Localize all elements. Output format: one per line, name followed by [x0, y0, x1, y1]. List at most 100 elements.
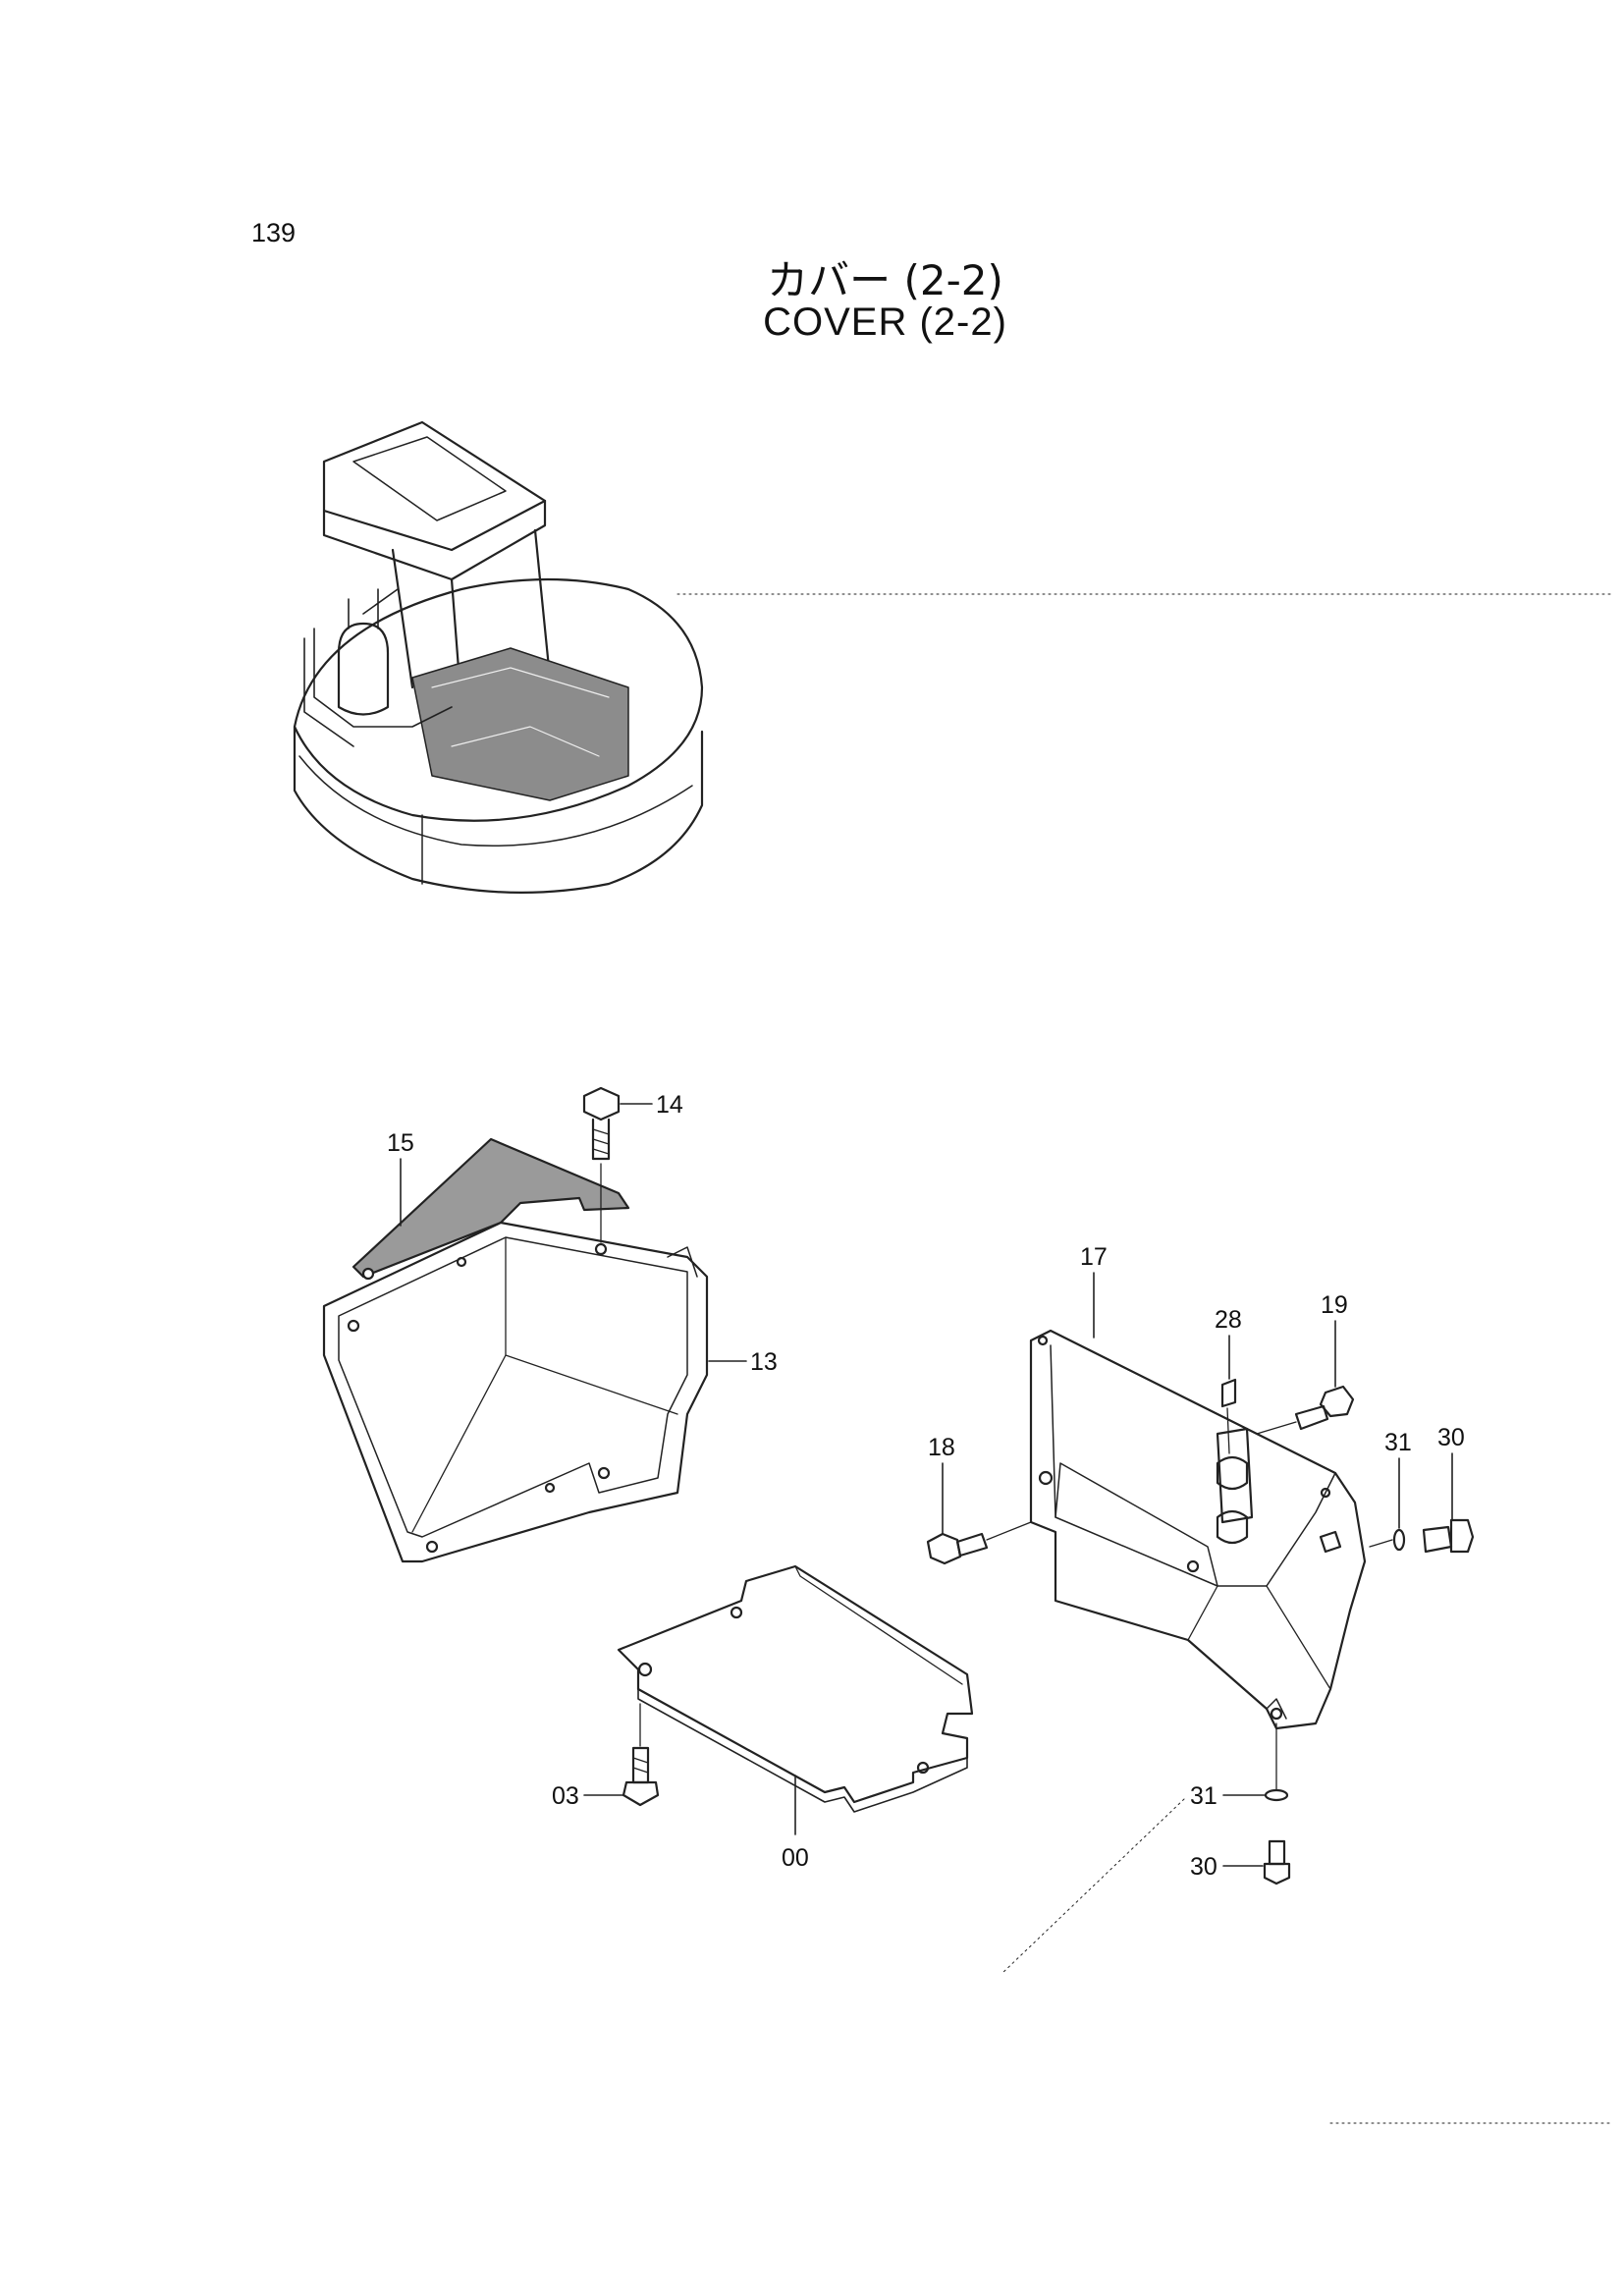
callout-30-bottom: 30	[1190, 1853, 1217, 1881]
callout-15: 15	[387, 1129, 414, 1157]
part-17-channel	[1055, 1462, 1218, 1587]
callout-28: 28	[1215, 1306, 1242, 1334]
part-17-tab	[1266, 1698, 1287, 1720]
turntable-rim	[298, 755, 693, 847]
part-00-hole	[730, 1606, 743, 1619]
highlighted-cover-area	[411, 647, 629, 801]
cab-roof	[322, 420, 547, 552]
cab-pillar-right	[533, 528, 552, 680]
bolt-19-head	[1319, 1385, 1355, 1418]
hose-line	[303, 637, 354, 747]
part-28-pin	[1220, 1378, 1237, 1454]
part-00-edge	[637, 1688, 968, 1813]
cab-pillar-left	[391, 548, 414, 689]
hinge-bracket	[1216, 1427, 1254, 1524]
bolt-19-axis	[1256, 1421, 1297, 1435]
bolt-18-axis	[986, 1521, 1032, 1541]
callout-14: 14	[656, 1091, 683, 1119]
pin-28-axis	[1226, 1407, 1230, 1454]
turntable-top	[293, 577, 704, 822]
callout-31: 31	[1384, 1429, 1412, 1456]
part-17-hole	[1186, 1559, 1200, 1573]
part-17-cover	[1029, 1329, 1367, 1730]
part-00-flange	[794, 1565, 963, 1685]
part-13-hole	[544, 1482, 556, 1494]
part-13-hole	[456, 1256, 467, 1268]
callout-30: 30	[1437, 1424, 1465, 1451]
part-17-outline	[1029, 1329, 1367, 1730]
cab-roof-edge	[322, 499, 547, 581]
washer-31-shape	[1392, 1528, 1406, 1552]
part-17-fold	[1266, 1585, 1331, 1690]
part-13-fold	[411, 1354, 507, 1533]
screw-30-shank	[1268, 1839, 1286, 1866]
part-15-seal-strip	[352, 1137, 630, 1281]
part-30-screw-side	[1422, 1518, 1475, 1554]
part-13-hole	[597, 1466, 611, 1480]
washer-31-ring	[1264, 1788, 1289, 1802]
bolt-19-shank	[1294, 1404, 1329, 1431]
turntable-side	[293, 725, 704, 894]
part-17-hole	[1320, 1487, 1331, 1499]
part-13-fold	[505, 1236, 678, 1415]
part-00-hole	[637, 1662, 653, 1677]
callout-18: 18	[928, 1434, 955, 1461]
screw-30-head	[1263, 1862, 1291, 1886]
callout-17: 17	[1080, 1243, 1108, 1271]
part-13-tab	[667, 1246, 698, 1278]
part-03-bolt	[622, 1703, 660, 1807]
callout-00: 00	[782, 1844, 809, 1872]
title-japanese: カバー (2-2)	[767, 256, 1003, 304]
callout-31-bottom: 31	[1190, 1782, 1217, 1810]
part-17-fold	[1050, 1344, 1336, 1587]
hinge-knuckle	[1216, 1509, 1249, 1545]
cover-detail	[431, 667, 610, 698]
bolt-14-head	[582, 1086, 621, 1121]
filter-piping	[348, 588, 399, 629]
part-13-inner-edge	[338, 1236, 688, 1538]
title-english: COVER (2-2)	[763, 301, 1007, 344]
screw-30-head	[1449, 1518, 1475, 1554]
filter-canister	[337, 622, 390, 716]
part-13-outline	[322, 1221, 709, 1563]
pin-28-shape	[1220, 1378, 1237, 1408]
part-15-hole	[361, 1267, 375, 1281]
washer-31-axis	[1369, 1539, 1393, 1548]
callout-labels: 14 15 13 17 28 19 18 31 30 03 00 31 30	[387, 1091, 1465, 1881]
callout-13: 13	[750, 1348, 778, 1376]
bolt-03-thread	[632, 1757, 649, 1774]
page-number: 139	[251, 218, 297, 247]
cover-detail	[451, 726, 600, 757]
part-19-bolt	[1256, 1385, 1355, 1435]
bolt-14-thread	[592, 1128, 610, 1155]
dotted-leader	[1001, 1798, 1185, 1975]
callout-leaders	[400, 1103, 1453, 1867]
part-13-hole	[347, 1319, 360, 1333]
bolt-14-hole	[594, 1242, 608, 1256]
part-15-shape	[352, 1137, 630, 1279]
part-17-hole	[1038, 1470, 1054, 1486]
hinge-knuckle	[1216, 1455, 1249, 1491]
part-17-hole	[1037, 1335, 1049, 1346]
hose-line	[313, 628, 453, 728]
bolt-03-shank	[631, 1746, 650, 1784]
machine-overview-illustration	[293, 420, 1611, 2124]
part-00-hole	[916, 1761, 930, 1775]
part-00-outline	[617, 1564, 974, 1804]
cab-roof-panel	[352, 436, 507, 521]
screw-30-shank	[1422, 1525, 1453, 1554]
part-31-washer-bottom	[1264, 1722, 1289, 1802]
part-13-hole	[425, 1540, 439, 1554]
callout-19: 19	[1321, 1291, 1348, 1319]
part-30-screw-bottom	[1001, 1798, 1291, 1975]
part-13-cover	[322, 1221, 709, 1563]
part-17-fold	[1187, 1585, 1218, 1641]
bolt-18-shank	[955, 1532, 989, 1558]
callout-03: 03	[552, 1782, 579, 1810]
part-14-bolt	[582, 1086, 621, 1256]
part-17-hole	[1270, 1707, 1283, 1721]
part-00-plate	[617, 1564, 974, 1813]
part-31-washer-side	[1369, 1528, 1406, 1552]
